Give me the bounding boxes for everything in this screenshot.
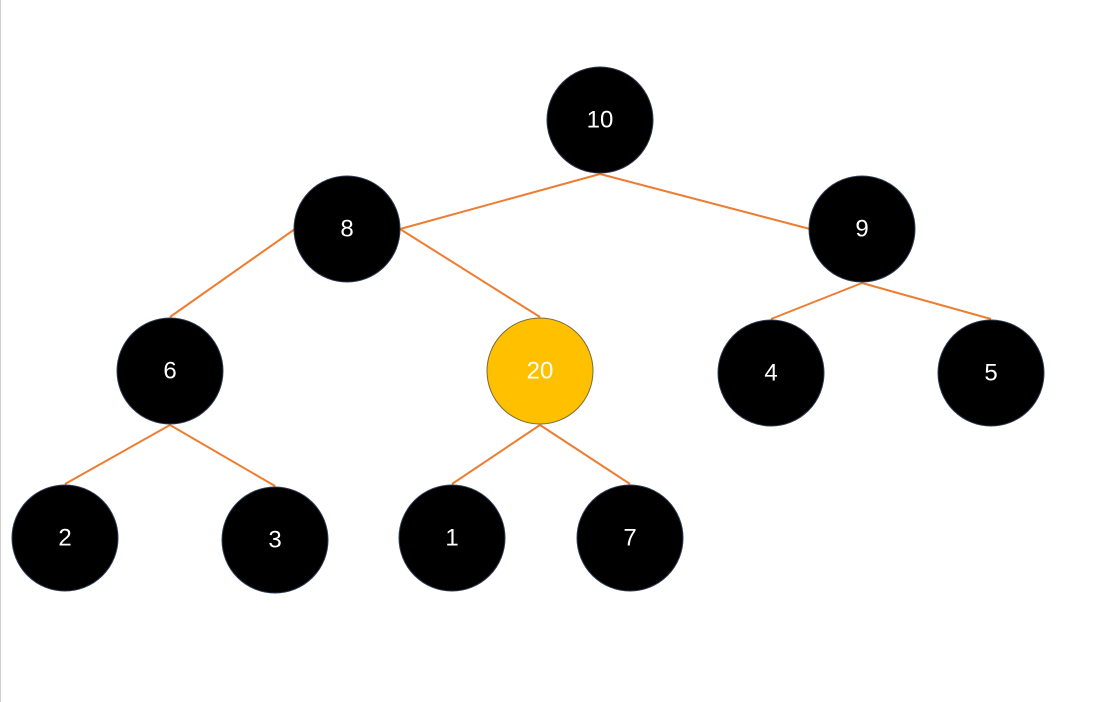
node-label-10: 10 [587,107,614,134]
node-label-20: 20 [527,358,554,385]
tree-node-2: 2 [11,484,119,592]
node-label-3: 3 [268,527,281,554]
node-circle-9 [808,175,916,283]
node-label-8: 8 [340,216,353,243]
node-circle-1 [398,484,506,592]
edge-n8-n20 [399,228,541,318]
tree-node-7: 7 [576,484,684,592]
edge-n20-n1 [451,424,541,485]
edge-n8-n6 [169,228,296,318]
edge-n10-n8 [399,173,601,230]
node-label-5: 5 [984,360,997,387]
node-label-6: 6 [163,358,176,385]
node-label-2: 2 [58,525,71,552]
tree-node-10: 10 [546,66,654,174]
tree-node-9: 9 [808,175,916,283]
tree-edges [64,173,992,487]
tree-node-20: 20 [486,317,594,425]
node-label-9: 9 [855,216,868,243]
node-circle-10 [546,66,654,174]
node-circle-8 [293,175,401,283]
node-label-4: 4 [764,360,777,387]
node-circle-7 [576,484,684,592]
tree-nodes: 10 8 9 6 20 4 5 2 3 1 7 [11,66,1045,594]
node-circle-2 [11,484,119,592]
edge-n9-n5 [861,282,992,320]
node-circle-3 [221,486,329,594]
node-circle-20 [486,317,594,425]
edge-n6-n3 [169,424,276,487]
node-circle-6 [116,317,224,425]
tree-node-5: 5 [937,319,1045,427]
edge-n6-n2 [64,424,171,485]
node-circle-5 [937,319,1045,427]
node-circle-4 [717,319,825,427]
edge-n10-n9 [599,173,811,230]
edge-n9-n4 [770,282,863,320]
tree-node-8: 8 [293,175,401,283]
tree-node-6: 6 [116,317,224,425]
edge-n20-n7 [539,424,631,485]
left-border [0,0,1,702]
tree-node-3: 3 [221,486,329,594]
node-label-7: 7 [623,525,636,552]
tree-node-1: 1 [398,484,506,592]
node-label-1: 1 [445,525,458,552]
tree-node-4: 4 [717,319,825,427]
